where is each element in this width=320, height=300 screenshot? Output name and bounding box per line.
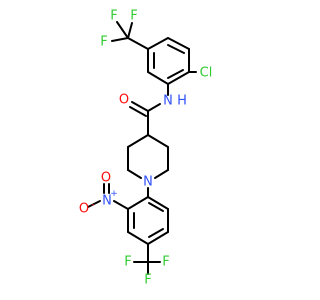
- molecule-canvas: F F F Cl N H O N N + O - O F F F: [78, 8, 213, 288]
- bond-carbonyl-o: [131, 101, 149, 112]
- bond-cf3-top-f1: [116, 21, 129, 39]
- bond-nh-carbonyl: [147, 103, 161, 112]
- bond-ring2-c: [147, 231, 169, 245]
- atom-o-amide: O: [119, 93, 129, 108]
- atom-h-amide: H: [177, 94, 187, 109]
- bond-ring1-d: [167, 71, 190, 85]
- bond-carbonyl-o-double: [129, 106, 147, 117]
- bond-ring1-d-inner: [167, 69, 184, 79]
- charge-nitro-minus: -: [91, 200, 94, 210]
- atom-o-nitro-single: O: [79, 202, 89, 217]
- bond-ring2-a-inner: [148, 202, 164, 212]
- bond-ring2-a: [147, 196, 169, 210]
- bond-ring2-nitro: [113, 200, 129, 210]
- bond-cf3-top-f2: [111, 37, 129, 42]
- bond-pip-c: [154, 169, 169, 179]
- bond-ring2-f: [127, 196, 149, 210]
- atom-f-bottom-1: F: [124, 255, 131, 270]
- bond-ring1-e: [147, 71, 169, 85]
- atom-f-bottom-2: F: [162, 255, 169, 270]
- bond-ring1-a: [147, 37, 169, 50]
- bond-ring2-c-inner: [148, 228, 164, 238]
- atom-f-top-1: F: [110, 9, 117, 24]
- atom-f-bottom-3: F: [144, 273, 151, 288]
- atom-o-nitro-double: O: [101, 171, 111, 186]
- atom-n-nitro: N: [102, 194, 112, 209]
- bond-nitro-o-single: [87, 200, 101, 208]
- bond-ring2-d: [127, 231, 149, 245]
- atom-cl: Cl: [200, 66, 213, 81]
- atom-n-piperidine: N: [143, 175, 153, 190]
- bond-ring1-b-inner: [167, 44, 185, 54]
- bond-ring1-b: [167, 37, 190, 50]
- atom-f-top-3: F: [130, 9, 137, 24]
- bond-cf3-top-ring: [127, 37, 149, 50]
- bond-cf3-top-f3: [127, 22, 133, 39]
- atom-f-top-2: F: [100, 35, 107, 50]
- molecule-structure: F F F Cl N H O N N + O - O F F F: [79, 9, 213, 288]
- bond-pip-d: [127, 169, 142, 179]
- bond-pip-a: [147, 134, 169, 148]
- atom-n-amide: N: [163, 94, 173, 109]
- bond-pip-f: [127, 134, 149, 148]
- charge-nitro-plus: +: [110, 189, 118, 199]
